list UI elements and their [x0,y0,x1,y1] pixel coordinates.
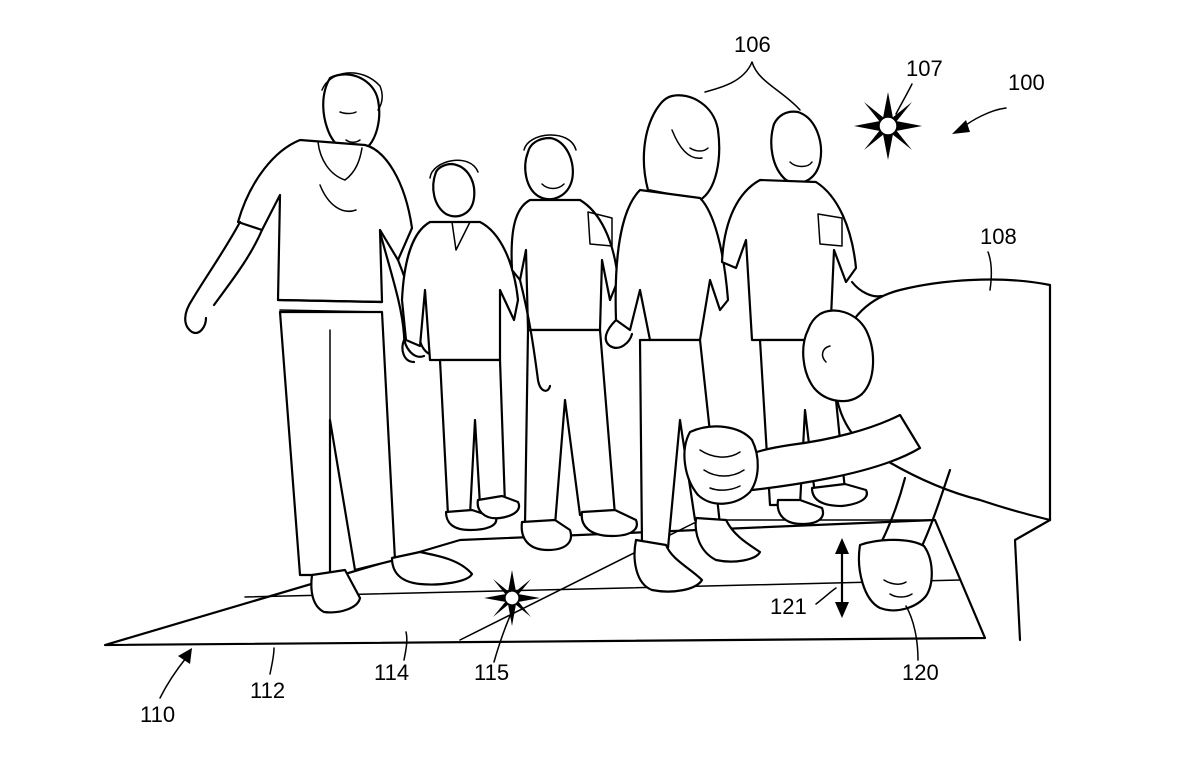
label-100: 100 [1008,70,1045,95]
label-106: 106 [734,32,771,57]
label-121: 121 [770,594,807,619]
label-108: 108 [980,224,1017,249]
leader-lines [159,61,1007,699]
reference-labels: 100 106 107 108 110 112 114 115 120 121 [140,32,1045,727]
person-left [184,72,474,614]
light-burst-floor [484,570,540,626]
label-112: 112 [250,678,285,703]
label-107: 107 [906,56,943,81]
label-110: 110 [140,702,175,727]
person-mid-left [400,159,521,532]
label-114: 114 [374,660,409,685]
light-burst-top [854,92,922,160]
player-figure [683,278,1052,642]
motion-arrow [835,538,849,618]
label-115: 115 [474,660,509,685]
label-120: 120 [902,660,939,685]
person-right [720,110,884,526]
person-middle [510,134,638,552]
